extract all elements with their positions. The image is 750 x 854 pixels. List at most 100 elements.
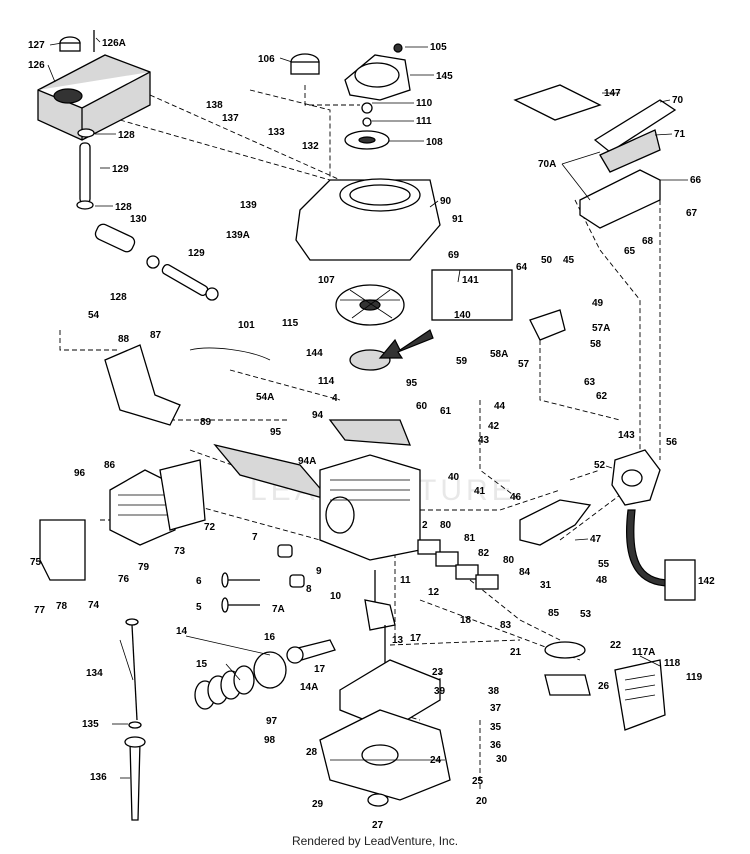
label-110: 110 — [416, 98, 433, 109]
label-130: 130 — [130, 214, 147, 225]
label-23: 23 — [432, 667, 444, 678]
label-24: 24 — [430, 755, 442, 766]
label-54: 54 — [88, 310, 100, 321]
oil-seal — [367, 793, 389, 807]
label-4: 4 — [332, 393, 338, 404]
label-145: 145 — [436, 71, 453, 82]
label-106: 106 — [258, 54, 275, 65]
label-67: 67 — [686, 208, 698, 219]
label-101: 101 — [238, 320, 255, 331]
label-46: 46 — [510, 492, 522, 503]
label-111: 111 — [416, 116, 432, 127]
leader-lines — [47, 37, 688, 779]
label-128c: 128 — [110, 292, 127, 303]
callout-box-141 — [431, 269, 513, 321]
label-25: 25 — [472, 776, 484, 787]
label-126a: 126A — [102, 38, 126, 49]
label-80b: 80 — [503, 555, 515, 566]
dipstick-tube — [129, 741, 141, 821]
label-49: 49 — [592, 298, 604, 309]
label-142: 142 — [698, 576, 715, 587]
label-13: 13 — [392, 635, 404, 646]
crankcase — [319, 709, 451, 801]
label-80: 80 — [440, 520, 452, 531]
label-70a: 70A — [538, 159, 556, 170]
arrow-to-144 — [378, 329, 434, 359]
label-17: 17 — [410, 633, 422, 644]
flywheel — [335, 284, 405, 371]
label-14a: 14A — [300, 682, 318, 693]
label-39: 39 — [434, 686, 446, 697]
label-141: 141 — [462, 275, 479, 286]
air-cleaner-base — [579, 169, 661, 229]
label-84: 84 — [519, 567, 531, 578]
label-20: 20 — [476, 796, 488, 807]
label-8: 8 — [306, 584, 312, 595]
label-57a: 57A — [592, 323, 610, 334]
gasket-80 — [417, 539, 441, 555]
label-38: 38 — [488, 686, 500, 697]
label-108: 108 — [426, 137, 443, 148]
label-56: 56 — [666, 437, 678, 448]
label-59: 59 — [456, 356, 468, 367]
ground-wire — [189, 347, 271, 361]
label-127: 127 — [28, 40, 45, 51]
label-147: 147 — [604, 88, 621, 99]
label-60: 60 — [416, 401, 428, 412]
label-97: 97 — [266, 716, 278, 727]
label-129: 129 — [112, 164, 129, 175]
label-5: 5 — [196, 602, 202, 613]
label-83: 83 — [500, 620, 512, 631]
intake-manifold — [519, 499, 592, 546]
label-12: 12 — [428, 587, 440, 598]
label-95b: 95 — [270, 427, 282, 438]
label-107: 107 — [318, 275, 335, 286]
label-18: 18 — [460, 615, 472, 626]
label-27: 27 — [372, 820, 384, 831]
label-66: 66 — [690, 175, 702, 186]
baffle-plate — [104, 344, 181, 426]
label-91: 91 — [452, 214, 464, 225]
air-cleaner-cover — [593, 99, 677, 153]
label-30: 30 — [496, 754, 508, 765]
governor-shaft — [544, 674, 591, 696]
piston — [253, 651, 287, 689]
label-45: 45 — [563, 255, 575, 266]
label-143: 143 — [618, 430, 635, 441]
label-139a: 139A — [226, 230, 250, 241]
label-47: 47 — [590, 534, 602, 545]
label-7a: 7A — [272, 604, 285, 615]
label-53: 53 — [580, 609, 592, 620]
label-28: 28 — [306, 747, 318, 758]
label-89: 89 — [200, 417, 212, 428]
label-7: 7 — [252, 532, 258, 543]
label-61: 61 — [440, 406, 452, 417]
label-63: 63 — [584, 377, 596, 388]
label-128b: 128 — [115, 202, 132, 213]
label-72: 72 — [204, 522, 216, 533]
label-81: 81 — [464, 533, 476, 544]
label-132: 132 — [302, 141, 319, 152]
crankshaft — [364, 570, 396, 670]
label-37: 37 — [490, 703, 502, 714]
air-cleaner-filter — [599, 129, 661, 173]
label-68: 68 — [642, 236, 654, 247]
label-126: 126 — [28, 60, 45, 71]
label-57: 57 — [518, 359, 530, 370]
label-133: 133 — [268, 127, 285, 138]
governor-gear — [544, 641, 586, 659]
label-22: 22 — [610, 640, 622, 651]
label-11: 11 — [400, 575, 411, 586]
label-62: 62 — [596, 391, 608, 402]
label-73: 73 — [174, 546, 186, 557]
label-29: 29 — [312, 799, 324, 810]
label-98: 98 — [264, 735, 276, 746]
label-134: 134 — [86, 668, 103, 679]
label-87: 87 — [150, 330, 162, 341]
label-114: 114 — [318, 376, 335, 387]
rewind-starter — [290, 43, 411, 101]
label-140: 140 — [454, 310, 471, 321]
label-79: 79 — [138, 562, 150, 573]
label-16: 16 — [264, 632, 276, 643]
label-40: 40 — [448, 472, 460, 483]
